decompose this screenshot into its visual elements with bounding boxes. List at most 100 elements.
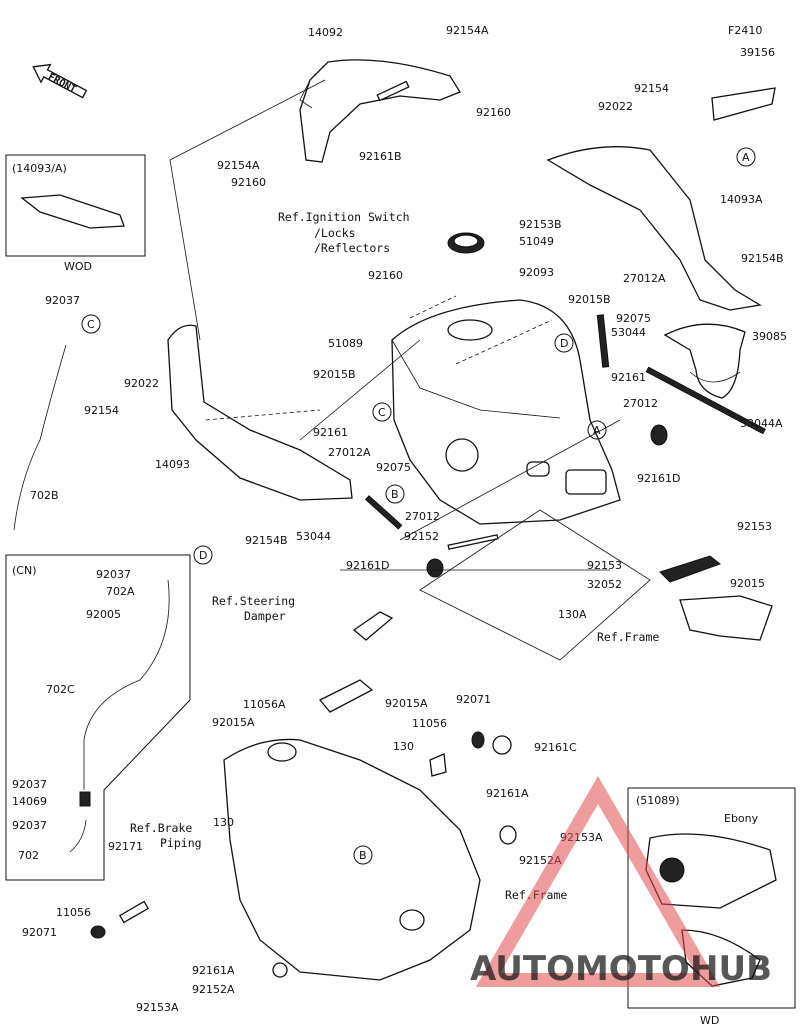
svg-text:D: D xyxy=(560,337,568,350)
front-label: FRONT xyxy=(46,72,78,96)
part-label-92015a-l: 92015A xyxy=(212,716,255,729)
strip-53044-left-shape xyxy=(364,495,403,530)
watermark-logo: AUTOMOTO HUB xyxy=(470,776,772,989)
bracket-11056-l-shape xyxy=(118,900,150,924)
watermark-text: AUTOMOTO xyxy=(470,949,690,989)
part-label-92161a-r: 92161A xyxy=(486,787,529,800)
part-label-92093: 92093 xyxy=(519,266,554,279)
inset-wod-frame xyxy=(5,154,146,257)
svg-text:A: A xyxy=(593,424,601,437)
part-label-92071-l: 92071 xyxy=(22,926,57,939)
svg-text:C: C xyxy=(87,318,95,331)
svg-text:B: B xyxy=(359,849,367,862)
part-label-702: 702 xyxy=(18,849,39,862)
callout-a-top: A xyxy=(736,147,756,167)
part-label-32052: 32052 xyxy=(587,578,622,591)
part-label-92005: 92005 xyxy=(86,608,121,621)
bracket-32052-shape xyxy=(659,555,722,583)
fuel-tank-51089-shape xyxy=(391,299,621,525)
part-label-92154-l: 92154 xyxy=(84,404,119,417)
svg-text:A: A xyxy=(742,151,750,164)
damper-92161a-r-shape xyxy=(499,825,517,845)
inset-wd-title: (51089) xyxy=(636,794,680,807)
cover-14093-shape xyxy=(167,324,353,501)
part-label-92152a-b: 92152A xyxy=(192,983,235,996)
part-label-92154b-r: 92154B xyxy=(741,252,784,265)
part-label-92153a-b: 92153A xyxy=(136,1001,179,1014)
damper-92071-shape xyxy=(471,731,485,749)
bracket-11056a-shape xyxy=(318,679,374,713)
watermark-triangle-icon xyxy=(475,776,721,987)
part-label-92015a-r: 92015A xyxy=(385,697,428,710)
inset-wod-title: (14093/A) xyxy=(12,162,67,175)
inset-wd-frame xyxy=(627,787,796,1009)
part-label-11056-l: 11056 xyxy=(56,906,91,919)
part-label-92153-r: 92153 xyxy=(737,520,772,533)
part-label-27012a-r: 27012A xyxy=(623,272,666,285)
part-label-51089: 51089 xyxy=(328,337,363,350)
part-label-92161c: 92161C xyxy=(534,741,577,754)
damper-92161c-shape xyxy=(492,735,512,755)
front-arrow-icon: FRONT xyxy=(32,63,88,99)
filler-neck-shape xyxy=(447,319,493,341)
part-label-27012-b: 27012 xyxy=(405,510,440,523)
part-label-92154a-top: 92154A xyxy=(446,24,489,37)
ref-brake-1: Ref.Brake xyxy=(130,821,192,835)
part-label-92153b: 92153B xyxy=(519,218,562,231)
part-label-130-l: 130 xyxy=(213,816,234,829)
part-label-92161d-r: 92161D xyxy=(637,472,680,485)
inset-cn-frame xyxy=(5,554,191,881)
part-label-92037-cn2: 92037 xyxy=(12,778,47,791)
part-label-11056-r: 11056 xyxy=(412,717,447,730)
part-label-92022-l: 92022 xyxy=(124,377,159,390)
damper-92161d-lower-shape xyxy=(426,558,444,578)
damper-92161d-upper-shape xyxy=(650,424,668,446)
ref-brake-2: Piping xyxy=(160,836,202,850)
part-label-39085: 39085 xyxy=(752,330,787,343)
callout-d-top: D xyxy=(554,333,574,353)
hose-702c-shape xyxy=(83,579,170,790)
part-label-14069: 14069 xyxy=(12,795,47,808)
valve-14069-shape xyxy=(79,791,91,807)
callout-b-mid: B xyxy=(385,484,405,504)
part-label-92152: 92152 xyxy=(404,530,439,543)
tank-bracket-shape xyxy=(565,469,607,495)
tank-wd-shape xyxy=(645,833,777,909)
collar-92152-shape xyxy=(447,534,499,550)
hose-702b-shape xyxy=(13,344,67,531)
part-label-702b: 702B xyxy=(30,489,59,502)
part-label-92075-l: 92075 xyxy=(376,461,411,474)
ref-ignition-1: Ref.Ignition Switch xyxy=(278,210,410,224)
part-label-53044a: 53044A xyxy=(740,417,783,430)
part-label-53044: 53044 xyxy=(611,326,646,339)
callout-c-left: C xyxy=(81,314,101,334)
part-label-39156: 39156 xyxy=(740,46,775,59)
frame-lower-shape xyxy=(223,738,481,981)
ref-ignition-2: /Locks xyxy=(314,226,356,240)
inset-wd-label: WD xyxy=(700,1014,719,1027)
strip-53044a-shape xyxy=(645,366,766,435)
part-label-92154a-l: 92154A xyxy=(217,159,260,172)
watermark-hub-text: HUB xyxy=(690,949,772,989)
part-label-702c: 702C xyxy=(46,683,75,696)
inset-wod-label: WOD xyxy=(64,260,92,273)
pump-flange-shape xyxy=(445,438,479,472)
ref-frame-part-shape xyxy=(679,595,773,641)
part-label-92161a-b: 92161A xyxy=(192,964,235,977)
pad-92161b-shape xyxy=(376,80,410,102)
part-label-92037-cn3: 92037 xyxy=(12,819,47,832)
part-label-130a: 130A xyxy=(558,608,587,621)
cover-14093a-shape xyxy=(546,146,762,311)
part-label-14093: 14093 xyxy=(155,458,190,471)
steering-damper-bracket-shape xyxy=(352,611,394,641)
part-label-92160-l: 92160 xyxy=(231,176,266,189)
hose-702-shape xyxy=(69,819,87,853)
svg-text:B: B xyxy=(391,488,399,501)
reflector-39156-shape xyxy=(711,87,776,121)
ref-ignition-3: /Reflectors xyxy=(314,241,390,255)
cover-wod-shape xyxy=(20,194,125,229)
cover-14092-shape xyxy=(299,59,461,163)
svg-text:D: D xyxy=(199,549,207,562)
strip-53044-shape xyxy=(596,314,610,368)
part-label-92022-r: 92022 xyxy=(598,100,633,113)
